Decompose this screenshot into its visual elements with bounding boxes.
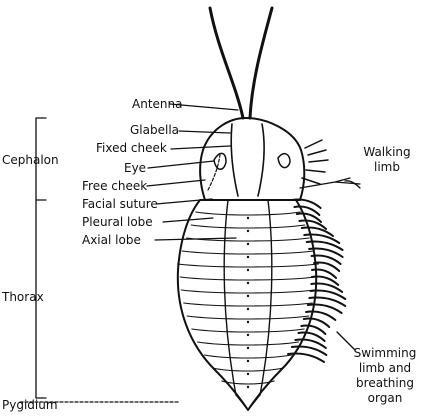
thorax-segment-line — [191, 225, 305, 228]
thorax-segments — [178, 212, 319, 384]
swimming-limb-label-line4: organ — [368, 391, 403, 405]
thorax-segment-line — [222, 381, 274, 384]
thorax-segment-line — [192, 329, 304, 332]
axial-dot — [247, 230, 249, 232]
axial-dot — [247, 334, 249, 336]
axial-dots — [247, 217, 249, 388]
thorax-segment-line — [198, 342, 299, 345]
axial-lobe-label: Axial lobe — [82, 233, 141, 247]
antenna-left — [210, 8, 243, 118]
thorax-segment-line — [184, 303, 313, 306]
axial-dot — [247, 321, 249, 323]
axial-dot — [247, 360, 249, 362]
eye-label: Eye — [124, 161, 146, 175]
walking-limbs — [300, 140, 360, 188]
swimming-limb-label-line2: limb and — [359, 361, 411, 375]
free-cheek-label: Free cheek — [82, 179, 147, 193]
axial-dot — [247, 269, 249, 271]
leader-lines — [147, 104, 360, 350]
trilobite-body — [178, 118, 319, 410]
antenna-right — [250, 8, 272, 118]
axial-dot — [247, 295, 249, 297]
cephalon-shield — [200, 118, 304, 200]
walking-limb-label-line1: Walking — [363, 145, 410, 159]
thorax-segment-line — [187, 316, 309, 319]
axial-dot — [247, 256, 249, 258]
walking-limb-label-line2: limb — [374, 160, 400, 174]
axial-dot — [247, 243, 249, 245]
axial-dot — [247, 386, 249, 388]
axial-dot — [247, 373, 249, 375]
thorax-segment-line — [205, 355, 292, 358]
thorax-segment-line — [182, 251, 314, 254]
pleural-lobe-label: Pleural lobe — [82, 215, 153, 229]
thorax-segment-line — [181, 290, 314, 293]
antenna-label: Antenna — [132, 97, 182, 111]
antennae — [210, 8, 272, 118]
thorax-segment-line — [196, 212, 300, 215]
axial-dot — [247, 282, 249, 284]
fixed-cheek-label: Fixed cheek — [96, 141, 167, 155]
thorax-segment-line — [178, 264, 319, 267]
cephalon-label: Cephalon — [2, 153, 59, 167]
eye-shape-right — [278, 154, 290, 168]
glabella-label: Glabella — [130, 123, 179, 137]
glabella-outline — [231, 124, 264, 196]
axial-lobe-outline — [224, 200, 272, 395]
swimming-limb-label-line1: Swimming — [354, 346, 417, 360]
axial-dot — [247, 217, 249, 219]
axial-dot — [247, 347, 249, 349]
thorax-label: Thorax — [1, 290, 44, 304]
thorax-segment-line — [180, 277, 316, 280]
thorax-segment-line — [213, 368, 284, 371]
pygidium-label: Pygidium — [2, 398, 58, 412]
axial-dot — [247, 308, 249, 310]
swimming-limb-label-line3: breathing — [356, 376, 414, 390]
facial-suture-label: Facial suture — [82, 197, 158, 211]
